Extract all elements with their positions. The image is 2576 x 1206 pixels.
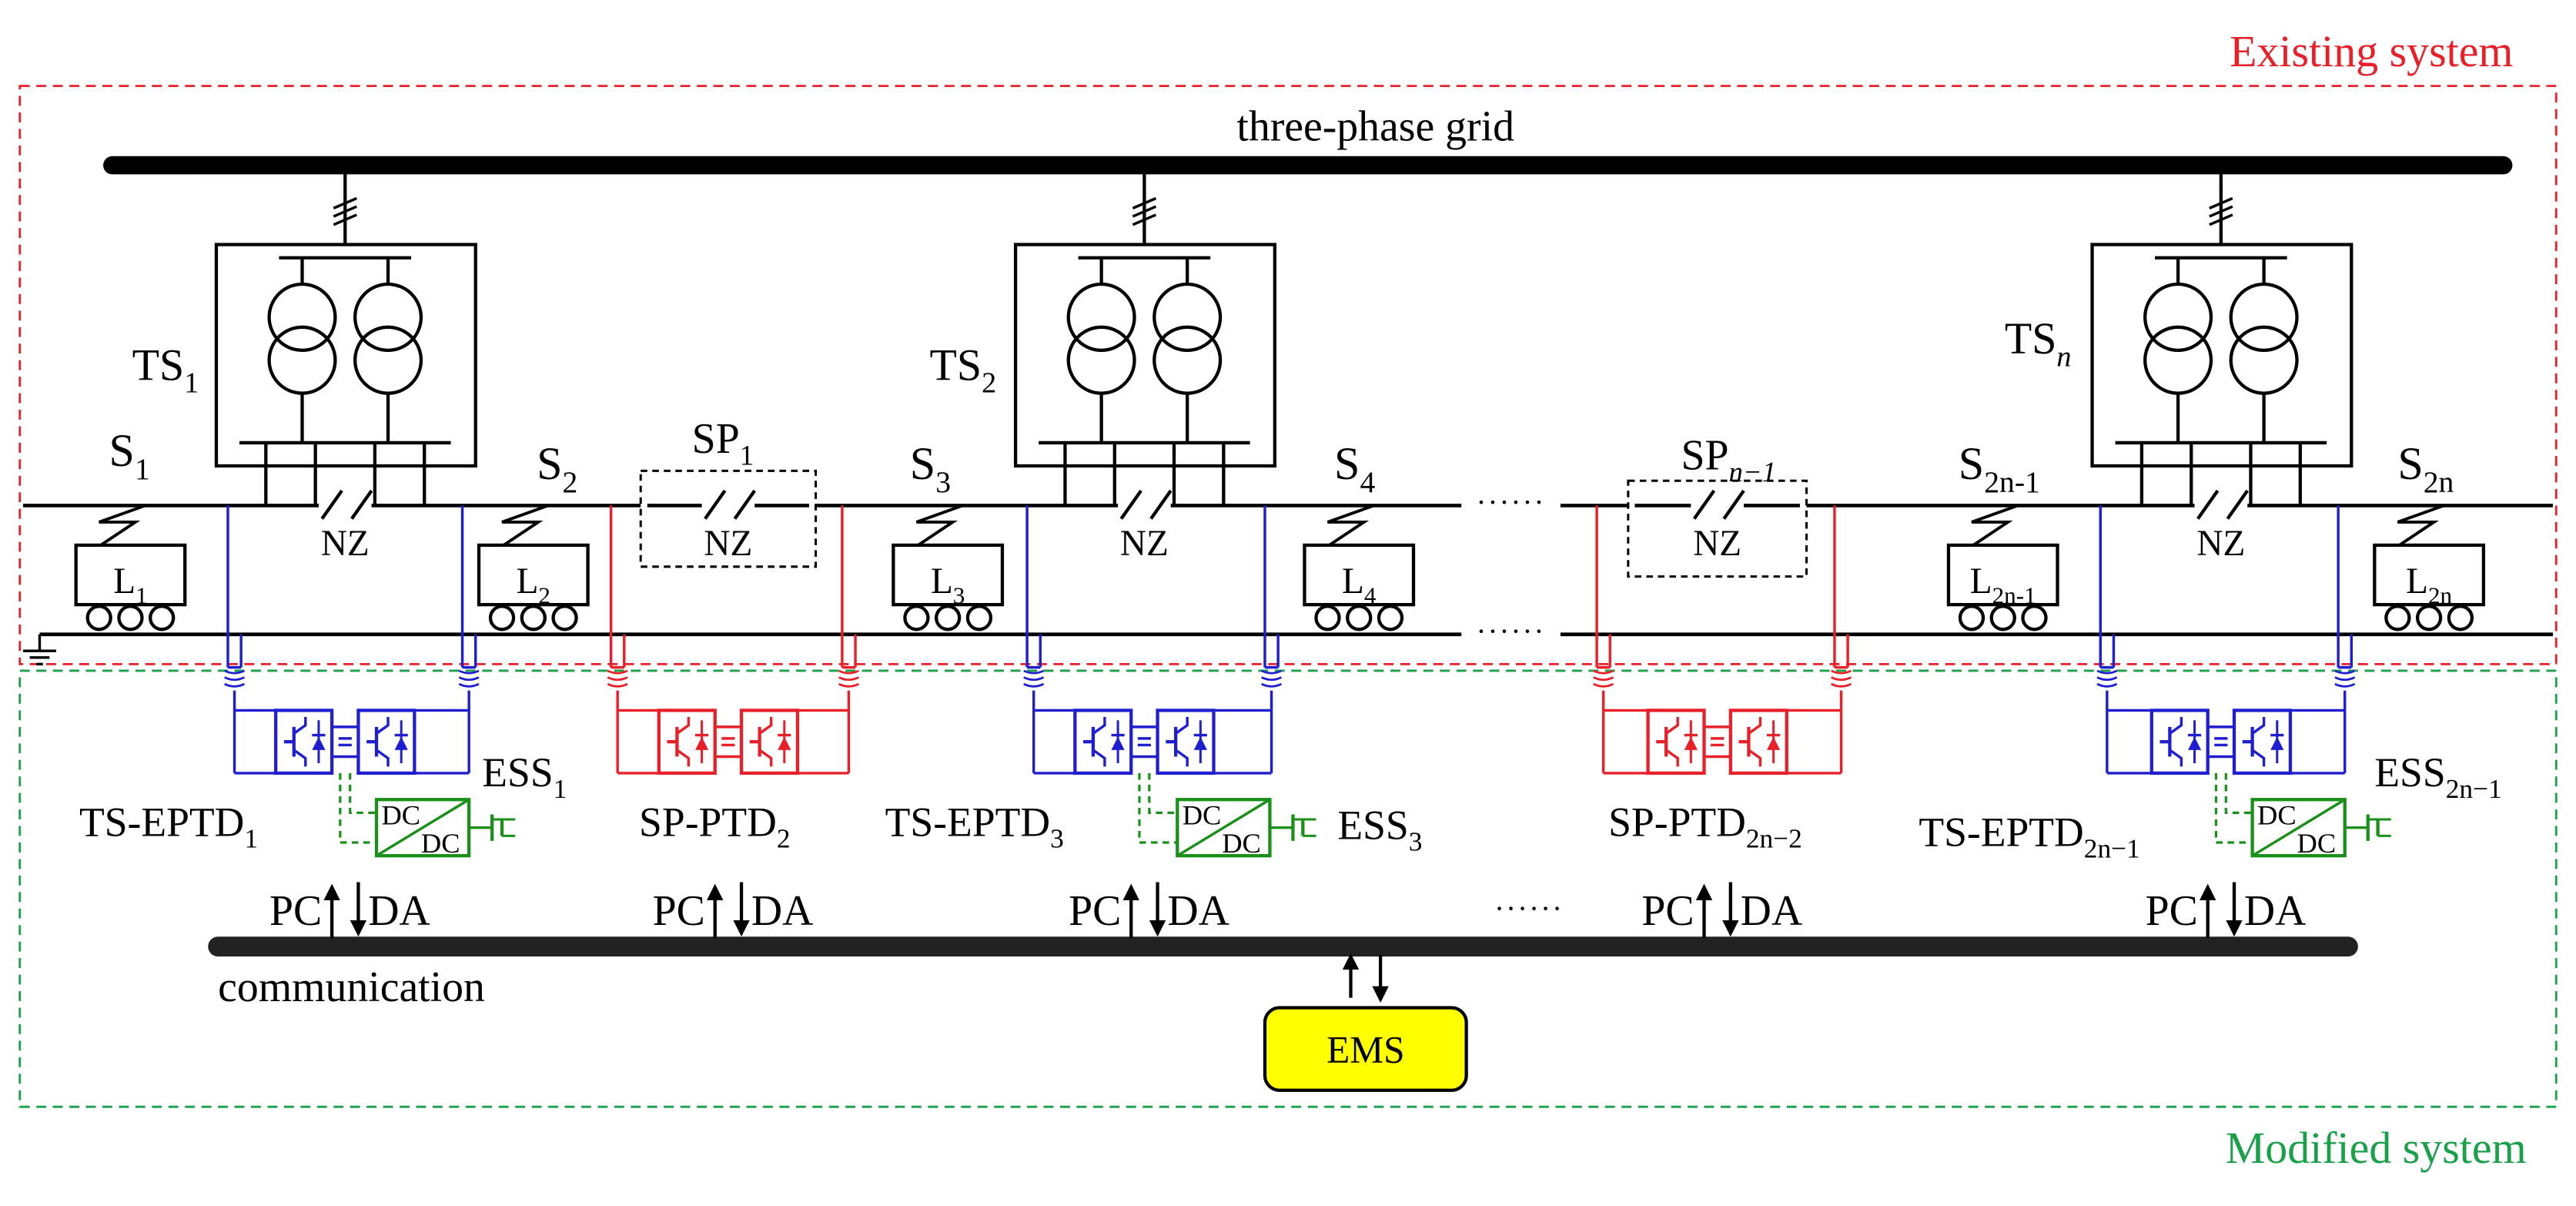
load-label: L2n-1 <box>1970 561 2036 608</box>
power-transfer-device-1[interactable]: TS-EPTD1 <box>79 505 480 853</box>
da-label: DA <box>751 887 814 935</box>
comm-link-4: PC DA <box>1641 882 1803 939</box>
power-transfer-device-3[interactable]: TS-EPTD3 <box>885 505 1283 853</box>
load-label: L3 <box>931 561 965 608</box>
device-label: TS-EPTD2n−1 <box>1919 809 2139 863</box>
storage-label: ESS1 <box>482 749 567 804</box>
comm-link-3: PC DA <box>1069 882 1229 939</box>
train-load-5: L2n-1 <box>1946 504 2059 631</box>
pc-label: PC <box>2146 887 2198 935</box>
communication-label: communication <box>218 963 485 1011</box>
sectioning-post-label: SP1 <box>692 415 754 471</box>
train-load-2: L2 <box>477 504 590 631</box>
section-label-1: S1 <box>109 424 150 486</box>
traction-substation-1[interactable]: NZ TS1 <box>132 165 477 564</box>
da-label: DA <box>2244 887 2307 935</box>
sectioning-post-1[interactable]: NZ SP1 <box>639 415 818 568</box>
rail-ellipsis: ······ <box>1477 615 1546 648</box>
da-label: DA <box>368 887 430 935</box>
power-transfer-device-5[interactable]: TS-EPTD2n−1 <box>1919 505 2356 863</box>
load-label: L4 <box>1342 561 1377 608</box>
storage-label: ESS3 <box>1337 802 1422 857</box>
load-label: L2n <box>2406 561 2452 608</box>
section-label-3: S3 <box>910 437 951 499</box>
section-label-2: S2 <box>537 437 577 499</box>
section-label-4: S4 <box>1334 437 1375 499</box>
three-phase-grid-label: three-phase grid <box>1236 102 1514 150</box>
neutral-zone-label: NZ <box>321 524 370 564</box>
sectioning-post-2[interactable]: NZ SPn−1 <box>1627 431 1808 578</box>
da-label: DA <box>1167 887 1229 935</box>
existing-system-label: Existing system <box>2230 26 2513 76</box>
power-transfer-device-4[interactable]: SP-PTD2n−2 <box>1593 505 1852 853</box>
neutral-zone-label: NZ <box>1693 524 1741 564</box>
communication-ellipsis: ······ <box>1494 893 1564 926</box>
catenary-ellipsis: ······ <box>1477 487 1546 519</box>
neutral-zone-label: NZ <box>1120 524 1169 564</box>
ems-label: EMS <box>1326 1028 1404 1070</box>
dc-output-label: DC <box>2297 828 2337 859</box>
load-label: L2 <box>517 561 550 608</box>
neutral-zone-label: NZ <box>2196 524 2245 564</box>
section-label-5: S2n-1 <box>1959 437 2040 499</box>
substation-label: TS2 <box>930 340 997 399</box>
pc-label: PC <box>269 887 322 935</box>
dc-output-label: DC <box>421 828 460 859</box>
dc-input-label: DC <box>2257 799 2297 830</box>
substation-label: TS1 <box>132 340 199 399</box>
device-label: SP-PTD2n−2 <box>1608 799 1802 853</box>
pc-label: PC <box>1069 887 1121 935</box>
comm-link-1: PC DA <box>269 882 430 939</box>
storage-label: ESS2n−1 <box>2374 749 2501 804</box>
pc-label: PC <box>1641 887 1694 935</box>
device-label: TS-EPTD1 <box>79 799 258 853</box>
dc-input-label: DC <box>381 799 420 830</box>
substation-label: TSn <box>2005 313 2072 373</box>
pc-label: PC <box>653 887 705 935</box>
dc-input-label: DC <box>1183 799 1222 830</box>
train-load-1: L1 <box>74 504 187 631</box>
train-load-6: L2n <box>2373 504 2486 631</box>
train-load-4: L4 <box>1303 504 1416 631</box>
existing-system-region <box>18 85 2558 665</box>
ground-icon <box>23 634 56 666</box>
traction-substation-2[interactable]: NZ TS2 <box>930 165 1276 564</box>
sectioning-post-label: SPn−1 <box>1681 431 1776 487</box>
train-load-3: L3 <box>892 504 1005 631</box>
device-label: TS-EPTD3 <box>885 799 1064 853</box>
load-label: L1 <box>113 561 147 608</box>
modified-system-label: Modified system <box>2226 1123 2527 1173</box>
ems-box[interactable]: EMS <box>1263 1006 1468 1092</box>
comm-link-5: PC DA <box>2146 882 2307 939</box>
traction-substation-3[interactable]: NZ TSn <box>2005 165 2354 564</box>
device-label: SP-PTD2 <box>639 799 790 853</box>
power-transfer-device-2[interactable]: SP-PTD2 <box>607 505 859 853</box>
comm-link-2: PC DA <box>653 882 814 939</box>
da-label: DA <box>1741 887 1803 935</box>
section-label-6: S2n <box>2397 437 2454 499</box>
neutral-zone-label: NZ <box>704 524 752 564</box>
dc-output-label: DC <box>1222 828 1261 859</box>
